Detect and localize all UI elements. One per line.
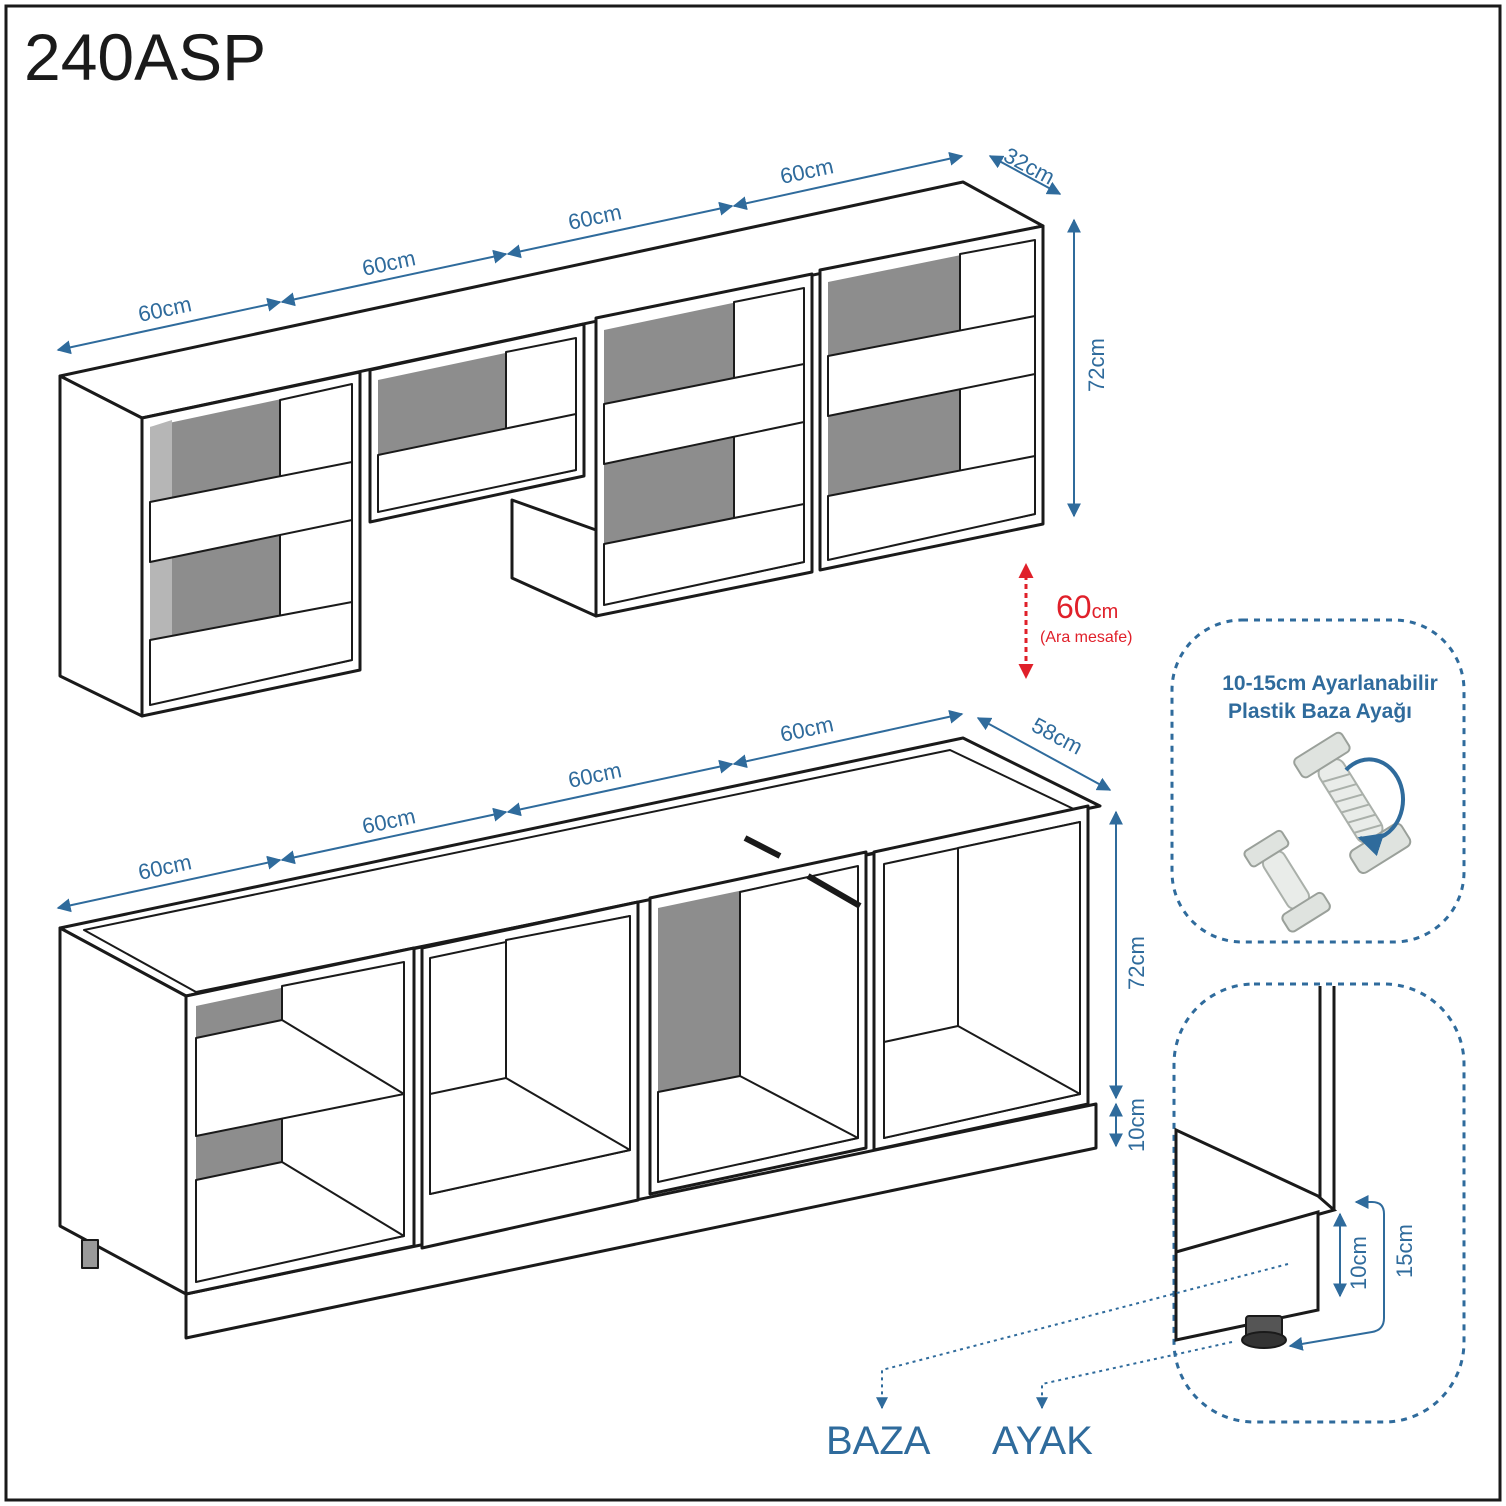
upper-width-line-3 bbox=[506, 201, 734, 259]
gap-indicator: 60cm (Ara mesafe) bbox=[1018, 563, 1132, 679]
lower-width-line-4 bbox=[732, 709, 964, 769]
leg-info-line-1: 10-15cm Ayarlanabilir bbox=[1222, 672, 1438, 695]
lower-depth-label: 58cm bbox=[1028, 712, 1087, 759]
gap-note: (Ara mesafe) bbox=[1040, 629, 1132, 646]
upper-cabinets bbox=[58, 180, 1045, 718]
leg-info-border bbox=[1170, 618, 1466, 944]
lower-leg bbox=[81, 1239, 99, 1269]
leg-info-line-2: Plastik Baza Ayağı bbox=[1228, 700, 1412, 723]
lower-width-label-4: 60cm bbox=[778, 711, 836, 747]
baza-label: BAZA bbox=[826, 1419, 931, 1463]
detail-max-label: 15cm bbox=[1392, 1224, 1417, 1278]
page-frame bbox=[4, 4, 1502, 1502]
gap-value: 60 bbox=[1056, 589, 1092, 625]
lower-width-line-1 bbox=[56, 855, 282, 913]
rotate-arrow-icon bbox=[1344, 757, 1406, 857]
callouts: BAZA AYAK bbox=[826, 1263, 1289, 1463]
lower-width-line-2 bbox=[280, 807, 508, 865]
lower-cabinets bbox=[58, 736, 1102, 1340]
detail-border bbox=[1172, 982, 1466, 1424]
upper-depth-line bbox=[988, 155, 1062, 195]
upper-height-label: 72cm bbox=[1084, 338, 1109, 392]
drawer-rail-bottom bbox=[806, 873, 862, 909]
adjustable-leg-icon bbox=[1293, 731, 1412, 874]
upper-width-line-1 bbox=[56, 297, 282, 355]
lower-depth-line bbox=[976, 717, 1112, 791]
upper-depth-label: 32cm bbox=[1000, 142, 1059, 189]
upper-width-label-4: 60cm bbox=[778, 153, 836, 189]
lower-plinth bbox=[184, 1102, 1098, 1340]
detail-leg-icon bbox=[1241, 1315, 1287, 1349]
detail-min-label: 10cm bbox=[1346, 1236, 1371, 1290]
upper-width-label-3: 60cm bbox=[566, 199, 624, 235]
lower-width-label-3: 60cm bbox=[566, 757, 624, 793]
upper-width-line-4 bbox=[732, 151, 964, 211]
ayak-pointer bbox=[1036, 1341, 1233, 1410]
drawer-rail-top bbox=[743, 835, 782, 859]
lower-height-label: 72cm bbox=[1124, 936, 1149, 990]
upper-width-line-2 bbox=[280, 249, 508, 307]
gap-unit: cm bbox=[1092, 601, 1119, 623]
upper-cabinet-1-side bbox=[58, 374, 144, 718]
ayak-label: AYAK bbox=[992, 1419, 1093, 1463]
lower-plinth-label: 10cm bbox=[1124, 1098, 1149, 1152]
adjustable-leg-small-icon bbox=[1243, 829, 1331, 933]
plinth-detail-box: 10cm 15cm bbox=[1172, 982, 1466, 1424]
lower-width-line-3 bbox=[506, 759, 734, 817]
gap-label: 60cm bbox=[1056, 589, 1118, 625]
model-title: 240ASP bbox=[24, 20, 266, 94]
detail-max-line bbox=[1288, 1195, 1385, 1351]
leg-info-box: 10-15cm Ayarlanabilir Plastik Baza Ayağı bbox=[1170, 618, 1466, 944]
